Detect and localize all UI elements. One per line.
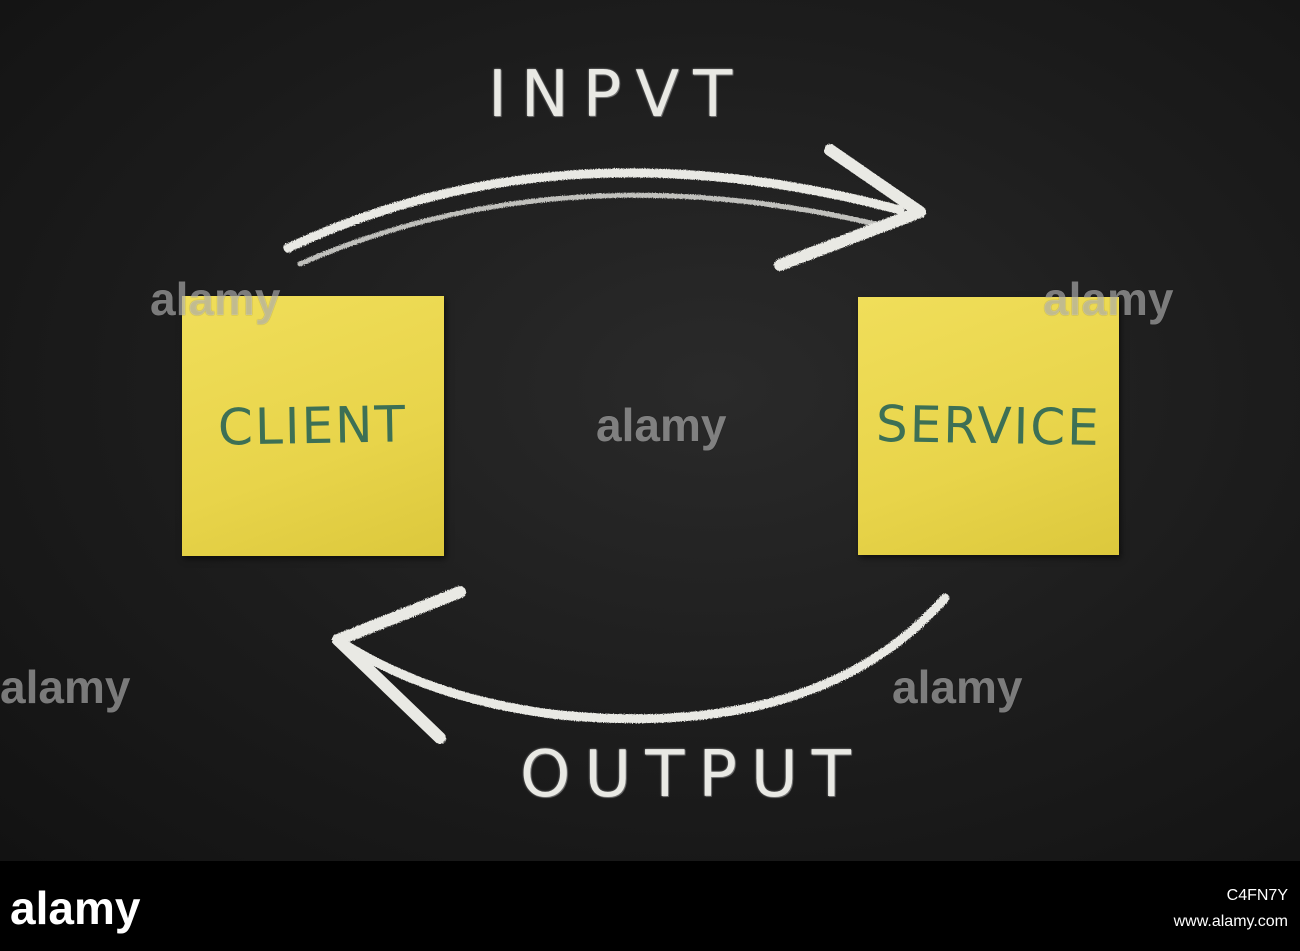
client-note-text: CLIENT <box>217 395 409 457</box>
output-arrow-arc <box>333 593 950 724</box>
output-arrow-head-lower <box>332 634 446 744</box>
service-sticky-note: SERVICE <box>858 297 1119 555</box>
watermark: alamy <box>0 661 131 713</box>
output-arrow-head-upper <box>332 586 466 646</box>
chalkboard: INPVT OUTPUT CLIENT SERVICE alamy alamy … <box>0 0 1300 861</box>
input-arrow-arc-inner <box>297 192 883 267</box>
alamy-logo: alamy <box>10 882 141 934</box>
watermark: alamy <box>150 273 281 325</box>
watermark: alamy <box>892 661 1023 713</box>
input-arrow-arc <box>283 168 905 253</box>
site-url[interactable]: www.alamy.com <box>1173 913 1288 930</box>
input-label: INPVT <box>488 58 747 132</box>
output-label: OUTPUT <box>520 738 865 812</box>
service-note-text: SERVICE <box>875 395 1102 457</box>
watermark: alamy <box>1043 273 1174 325</box>
stock-footer-bar: alamy C4FN7Y www.alamy.com <box>0 861 1300 951</box>
client-sticky-note: CLIENT <box>182 296 444 556</box>
image-id: C4FN7Y <box>1226 887 1288 904</box>
input-arrow-head-upper <box>824 144 926 218</box>
watermark: alamy <box>596 399 727 451</box>
chalk-drawing <box>283 144 950 744</box>
input-arrow-head-lower <box>774 206 926 271</box>
